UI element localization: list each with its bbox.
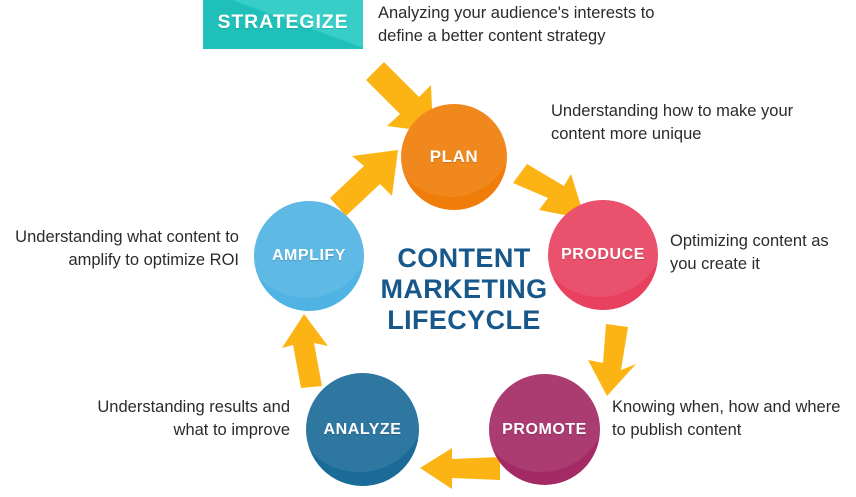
stage-circle-promote: PROMOTE xyxy=(489,374,600,485)
stage-label-promote: PROMOTE xyxy=(502,420,587,438)
arrow-analyze-to-amplify xyxy=(281,312,343,390)
caption-analyze: Understanding results and what to improv… xyxy=(97,398,290,439)
stage-label-plan: PLAN xyxy=(429,147,479,166)
arrow-produce-to-promote xyxy=(578,322,656,402)
stage-label-analyze: ANALYZE xyxy=(323,420,402,438)
strategize-banner: STRATEGIZE xyxy=(203,0,363,49)
arrow-plan-to-produce xyxy=(509,153,591,227)
caption-amplify: Understanding what content to amplify to… xyxy=(15,228,239,269)
diagram-title-line-1: CONTENT xyxy=(397,243,531,273)
stage-label-produce: PRODUCE xyxy=(561,246,645,263)
stage-label-amplify: AMPLIFY xyxy=(271,247,347,264)
caption-strategize: Analyzing your audience's interests to d… xyxy=(378,4,655,45)
stage-circle-plan: PLAN xyxy=(401,104,507,210)
arrow-strategize-to-plan xyxy=(357,56,441,136)
caption-produce: Optimizing content as you create it xyxy=(670,232,829,273)
caption-promote: Knowing when, how and where to publish c… xyxy=(612,398,841,439)
diagram-title-line-3: LIFECYCLE xyxy=(387,305,541,335)
stage-circle-amplify: AMPLIFY xyxy=(254,201,364,311)
strategize-banner-label: STRATEGIZE xyxy=(217,11,349,33)
stage-circle-analyze: ANALYZE xyxy=(306,373,419,486)
arrow-amplify-to-plan xyxy=(322,148,402,220)
caption-plan: Understanding how to make your content m… xyxy=(551,102,794,143)
stage-circle-produce: PRODUCE xyxy=(548,200,658,310)
diagram-title-line-2: MARKETING xyxy=(380,274,548,304)
diagram-title: CONTENT MARKETING LIFECYCLE xyxy=(368,243,560,336)
arrow-promote-to-analyze xyxy=(418,444,502,492)
